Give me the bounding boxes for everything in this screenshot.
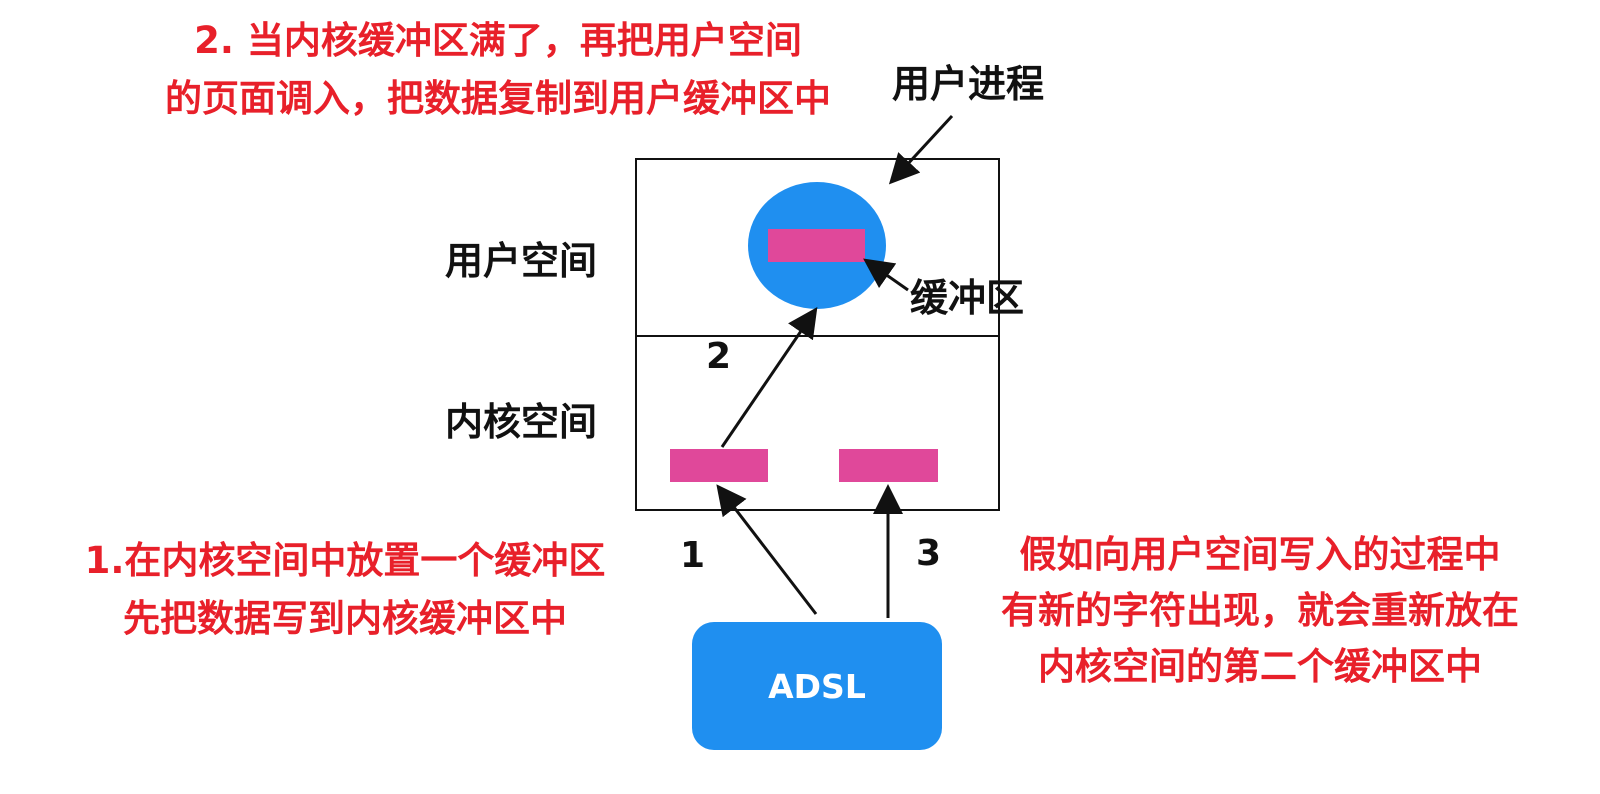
note-step-1-line-1: 1.在内核空间中放置一个缓冲区 — [84, 539, 606, 582]
step-label-1: 1 — [680, 535, 706, 576]
note-step-3-line-3: 内核空间的第二个缓冲区中 — [1038, 645, 1482, 688]
user-buffer — [768, 229, 865, 262]
kernel-buffer-1 — [670, 449, 768, 482]
note-step-1-line-2: 先把数据写到内核缓冲区中 — [123, 597, 567, 640]
step-label-2: 2 — [706, 336, 732, 377]
space-divider — [637, 335, 998, 337]
note-step-2: 2. 当内核缓冲区满了，再把用户空间 的页面调入，把数据复制到用户缓冲区中 — [138, 22, 858, 138]
process-box — [635, 158, 1000, 511]
note-step-3: 假如向用户空间写入的过程中 有新的字符出现，就会重新放在 内核空间的第二个缓冲区… — [980, 536, 1540, 704]
label-user-process: 用户进程 — [892, 62, 1045, 106]
label-user-space: 用户空间 — [445, 239, 598, 283]
arrow-kernel-to-user-buffer — [720, 307, 818, 448]
note-step-1: 1.在内核空间中放置一个缓冲区 先把数据写到内核缓冲区中 — [50, 542, 640, 658]
step-label-3: 3 — [916, 533, 942, 574]
arrow-adsl-to-kernel-buffer-1 — [716, 484, 818, 615]
arrow-to-user-buffer — [863, 258, 909, 292]
note-step-2-line-1: 2. 当内核缓冲区满了，再把用户空间 — [194, 19, 802, 62]
arrow-to-user-process — [888, 114, 954, 185]
kernel-buffer-2 — [839, 449, 938, 482]
note-step-3-line-2: 有新的字符出现，就会重新放在 — [1001, 589, 1519, 632]
label-kernel-space: 内核空间 — [445, 400, 598, 444]
label-buffer: 缓冲区 — [910, 276, 1025, 320]
adsl-device: ADSL — [692, 622, 942, 750]
note-step-2-line-2: 的页面调入，把数据复制到用户缓冲区中 — [165, 77, 831, 120]
note-step-3-line-1: 假如向用户空间写入的过程中 — [1019, 533, 1501, 576]
